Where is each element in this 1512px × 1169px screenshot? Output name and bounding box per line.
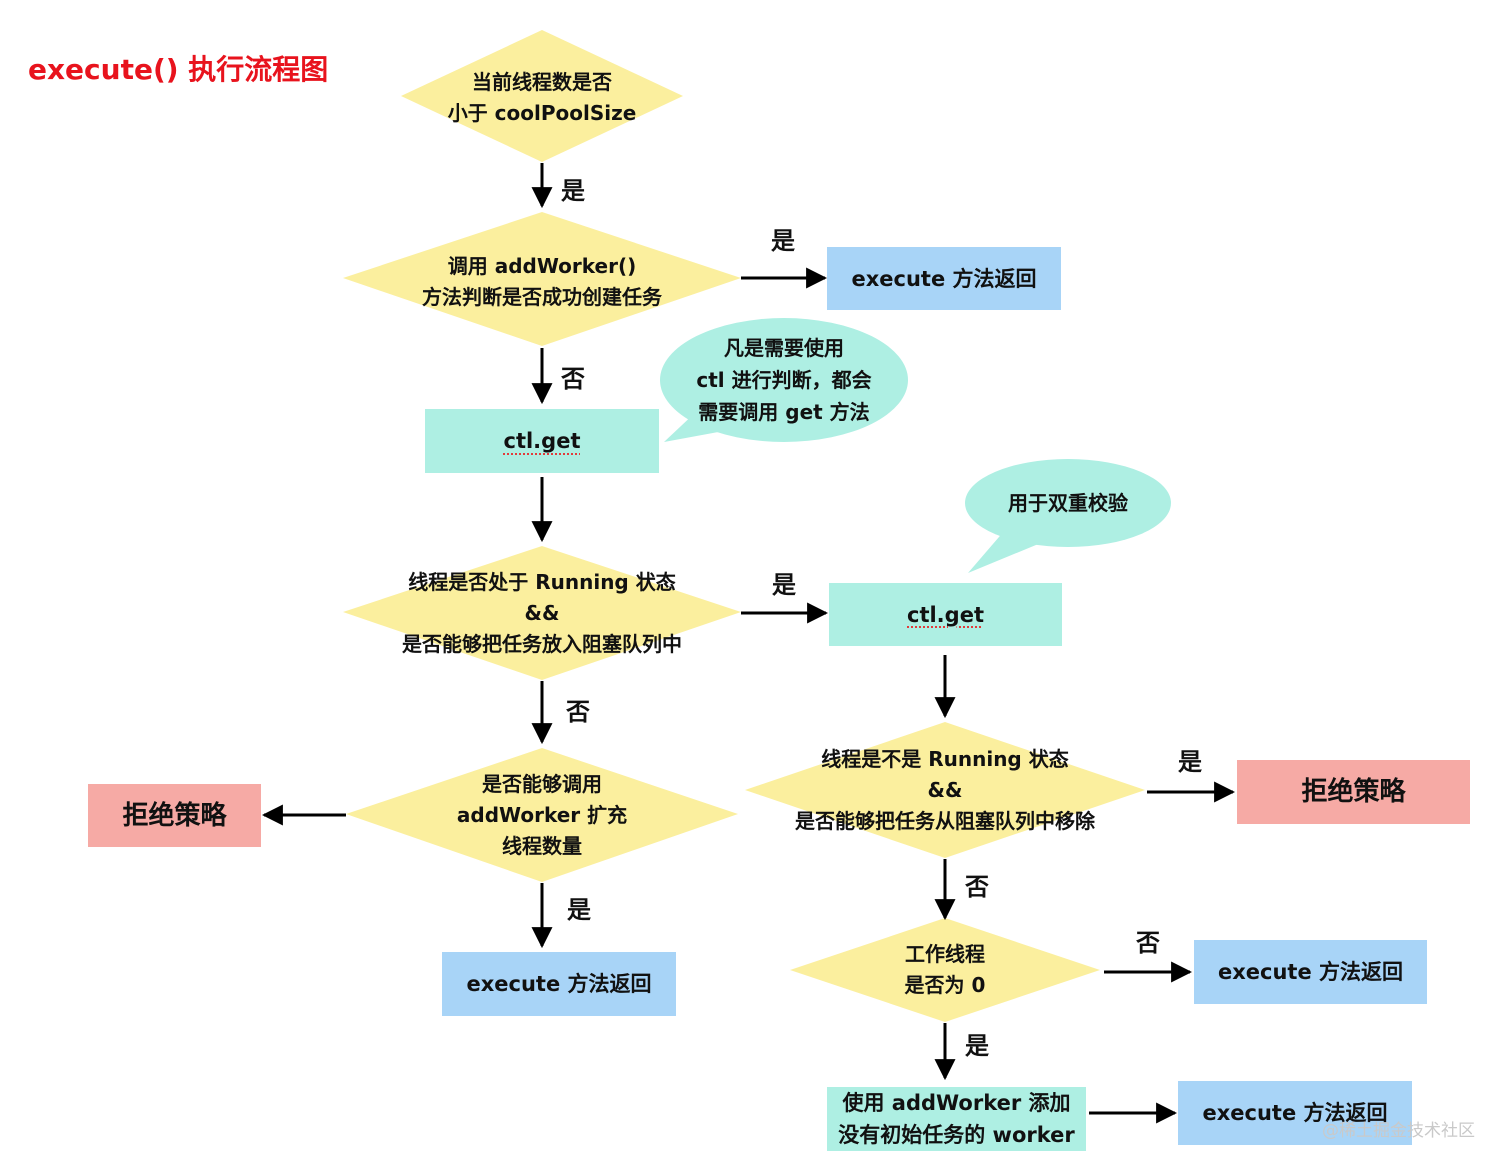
box-line: 使用 addWorker 添加 [842,1091,1071,1115]
decision-line: 线程是否处于 Running 状态 [408,569,676,594]
decision-diamond-running-queue [343,546,741,680]
decision-not-running-remove-text: 线程是不是 Running 状态 && 是否能够把任务从阻塞队列中移除 [745,722,1145,858]
decision-worker-zero-text: 工作线程 是否为 0 [790,918,1100,1022]
return-box-4: execute 方法返回 [1178,1081,1412,1145]
decision-line: 方法判断是否成功创建任务 [422,285,662,309]
ctl-get-label: ctl.get [503,429,581,453]
bubble-line: ctl 进行判断，都会 [696,368,872,392]
reject-policy-box-1: 拒绝策略 [88,784,261,847]
box-line: 没有初始任务的 worker [838,1123,1075,1147]
edge-label-d3-yes: 是 [772,571,796,599]
bubble-line: 需要调用 get 方法 [698,400,870,424]
edge-label-d5-no: 否 [965,873,989,901]
decision-line: 工作线程 [904,942,985,966]
page-title: execute() 执行流程图 [28,53,329,86]
decision-diamond-addworker [343,212,741,346]
ctl-get-box-1: ctl.get [425,409,659,473]
decision-thread-count-text: 当前线程数是否 小于 coolPoolSize [401,30,683,162]
decision-line: 是否能够调用 [481,771,602,796]
edge-label-d2-yes: 是 [771,227,795,255]
edge-label-d5-yes: 是 [1178,748,1202,776]
edge-label-d6-no: 否 [1136,929,1160,957]
decision-line: addWorker 扩充 [456,802,628,827]
decision-line: 线程是不是 Running 状态 [821,746,1069,771]
ctl-get-box-2: ctl.get [829,583,1062,646]
reject-policy-box-2: 拒绝策略 [1237,760,1470,824]
decision-line: 是否能够把任务放入阻塞队列中 [402,631,682,656]
edge-label-d4-yes: 是 [567,896,591,924]
decision-line: 是否为 0 [904,973,986,997]
decision-line: 小于 coolPoolSize [447,101,637,125]
speech-bubble-double-check-shape [965,459,1171,573]
decision-running-queue-text: 线程是否处于 Running 状态 && 是否能够把任务放入阻塞队列中 [343,546,741,680]
decision-line: 线程数量 [501,833,582,858]
speech-bubble-ctl-note-shape [660,318,908,442]
decision-addworker-expand-text: 是否能够调用 addWorker 扩充 线程数量 [346,748,738,882]
decision-line: && [927,777,963,802]
edge-label-d1-yes: 是 [561,177,585,205]
return-box-3: execute 方法返回 [1194,940,1427,1004]
decision-line: && [524,600,560,625]
decision-addworker-text: 调用 addWorker() 方法判断是否成功创建任务 [343,212,741,346]
speech-bubble-ctl-note: 凡是需要使用 ctl 进行判断，都会 需要调用 get 方法 [660,318,908,442]
decision-diamond-not-running-remove [745,722,1145,858]
edge-label-d2-no: 否 [561,365,585,393]
decision-line: 是否能够把任务从阻塞队列中移除 [795,808,1095,833]
return-box-2: execute 方法返回 [442,952,676,1016]
return-box-1: execute 方法返回 [827,247,1061,310]
decision-diamond-worker-zero [790,918,1100,1022]
decision-diamond-addworker-expand [346,748,738,882]
edge-label-d6-yes: 是 [965,1032,989,1060]
ctl-get-label: ctl.get [907,602,984,627]
addworker-empty-task-box: 使用 addWorker 添加 没有初始任务的 worker [827,1087,1086,1151]
decision-diamond-thread-count [401,30,683,162]
decision-line: 当前线程数是否 [472,70,612,94]
speech-bubble-double-check: 用于双重校验 [1008,491,1128,515]
bubble-line: 凡是需要使用 [723,336,844,360]
edge-label-d3-no: 否 [566,698,590,726]
watermark: @稀土掘金技术社区 [1322,1121,1475,1141]
decision-line: 调用 addWorker() [447,254,637,278]
